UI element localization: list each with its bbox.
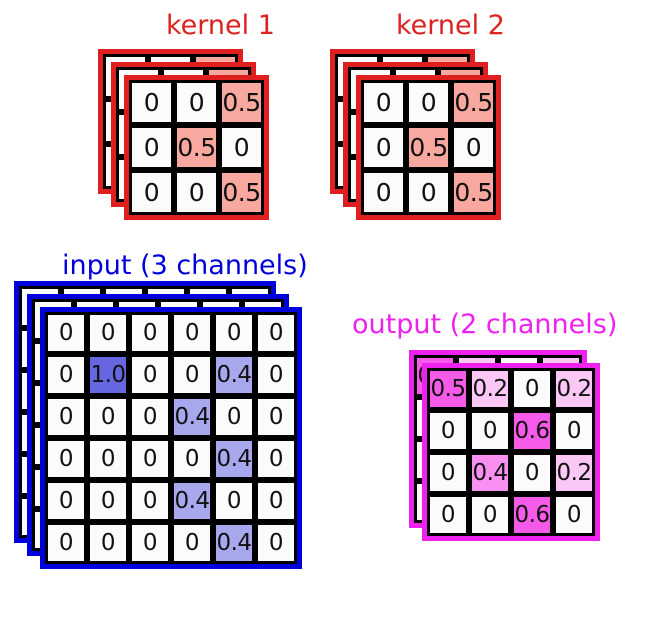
kernel-2-cell-r3-c3: 0.5: [451, 170, 496, 215]
input-cell-r3-c1: 0: [45, 396, 87, 438]
input-cell-r3-c5: 0: [213, 396, 255, 438]
input-cell-r1-c2: 0: [87, 312, 129, 354]
input-cell-r2-c3: 0: [129, 354, 171, 396]
input-cell-r6-c3: 0: [129, 522, 171, 564]
input-cell-r4-c2: 0: [87, 438, 129, 480]
kernel-2-cell-r1-c1: 0: [361, 80, 406, 125]
input-title: input (3 channels): [62, 250, 308, 281]
output-cell-r2-c4: 0: [553, 410, 595, 452]
output-cell-r3-c1: 0: [427, 452, 469, 494]
kernel-2-cell-r1-c2: 0: [406, 80, 451, 125]
input-cell-r1-c4: 0: [171, 312, 213, 354]
output-title: output (2 channels): [352, 309, 618, 340]
input-cell-r3-c4: 0.4: [171, 396, 213, 438]
kernel-2-cell-r2-c2: 0.5: [406, 125, 451, 170]
input-cell-r5-c1: 0: [45, 480, 87, 522]
input-cell-r4-c1: 0: [45, 438, 87, 480]
output-cell-r2-c1: 0: [427, 410, 469, 452]
input-cell-r2-c4: 0: [171, 354, 213, 396]
output-cell-r3-c3: 0: [511, 452, 553, 494]
output-cell-r2-c3: 0.6: [511, 410, 553, 452]
output-cell-r4-c4: 0: [553, 494, 595, 536]
output-cell-r3-c4: 0.2: [553, 452, 595, 494]
input-cell-r1-c6: 0: [255, 312, 297, 354]
kernel-1-stack: 000.500.50000.5000.500.50000.5000.500.50…: [98, 49, 269, 220]
output-cell-r1-c4: 0.2: [553, 368, 595, 410]
kernel-1-cell-r2-c1: 0: [129, 125, 174, 170]
input-cell-r5-c6: 0: [255, 480, 297, 522]
output-stack: 0.50.200.2000.6000.400.2000.600.50.200.2…: [409, 350, 600, 541]
input-cell-r4-c5: 0.4: [213, 438, 255, 480]
kernel-2-cell-r2-c1: 0: [361, 125, 406, 170]
input-cell-r4-c4: 0: [171, 438, 213, 480]
kernel-1-cell-r3-c2: 0: [174, 170, 219, 215]
input-cell-r6-c4: 0: [171, 522, 213, 564]
input-cell-r2-c2: 1.0: [87, 354, 129, 396]
input-cell-r5-c2: 0: [87, 480, 129, 522]
kernel-1-cell-r1-c3: 0.5: [219, 80, 264, 125]
input-cell-r3-c3: 0: [129, 396, 171, 438]
kernel-1-cell-r2-c3: 0: [219, 125, 264, 170]
input-cell-r2-c6: 0: [255, 354, 297, 396]
output-cell-r1-c3: 0: [511, 368, 553, 410]
output-cell-r1-c1: 0.5: [427, 368, 469, 410]
output-cell-r4-c2: 0: [469, 494, 511, 536]
input-cell-r5-c5: 0: [213, 480, 255, 522]
output-cell-r3-c2: 0.4: [469, 452, 511, 494]
input-cell-r3-c6: 0: [255, 396, 297, 438]
kernel-1-cell-r1-c1: 0: [129, 80, 174, 125]
output-cell-r1-c2: 0.2: [469, 368, 511, 410]
kernel-2-stack: 000.500.50000.5000.500.50000.5000.500.50…: [330, 49, 501, 220]
input-cell-r4-c6: 0: [255, 438, 297, 480]
kernel-2-cell-r3-c2: 0: [406, 170, 451, 215]
input-cell-r6-c6: 0: [255, 522, 297, 564]
input-cell-r6-c5: 0.4: [213, 522, 255, 564]
output-cell-r4-c3: 0.6: [511, 494, 553, 536]
kernel-1-cell-r3-c3: 0.5: [219, 170, 264, 215]
input-cell-r1-c3: 0: [129, 312, 171, 354]
input-cell-r6-c2: 0: [87, 522, 129, 564]
kernel-1-cell-r2-c2: 0.5: [174, 125, 219, 170]
input-cell-r3-c2: 0: [87, 396, 129, 438]
input-cell-r4-c3: 0: [129, 438, 171, 480]
input-cell-r2-c5: 0.4: [213, 354, 255, 396]
kernel-2-title: kernel 2: [396, 10, 505, 41]
input-cell-r2-c1: 0: [45, 354, 87, 396]
kernel-1-cell-r3-c1: 0: [129, 170, 174, 215]
kernel-1-title: kernel 1: [166, 10, 275, 41]
kernel-2-cell-r1-c3: 0.5: [451, 80, 496, 125]
kernel-1-cell-r1-c2: 0: [174, 80, 219, 125]
output-cell-r2-c2: 0: [469, 410, 511, 452]
input-cell-r1-c1: 0: [45, 312, 87, 354]
output-cell-r4-c1: 0: [427, 494, 469, 536]
input-cell-r1-c5: 0: [213, 312, 255, 354]
kernel-2-cell-r2-c3: 0: [451, 125, 496, 170]
input-cell-r5-c4: 0.4: [171, 480, 213, 522]
kernel-2-cell-r3-c1: 0: [361, 170, 406, 215]
input-cell-r5-c3: 0: [129, 480, 171, 522]
input-cell-r6-c1: 0: [45, 522, 87, 564]
